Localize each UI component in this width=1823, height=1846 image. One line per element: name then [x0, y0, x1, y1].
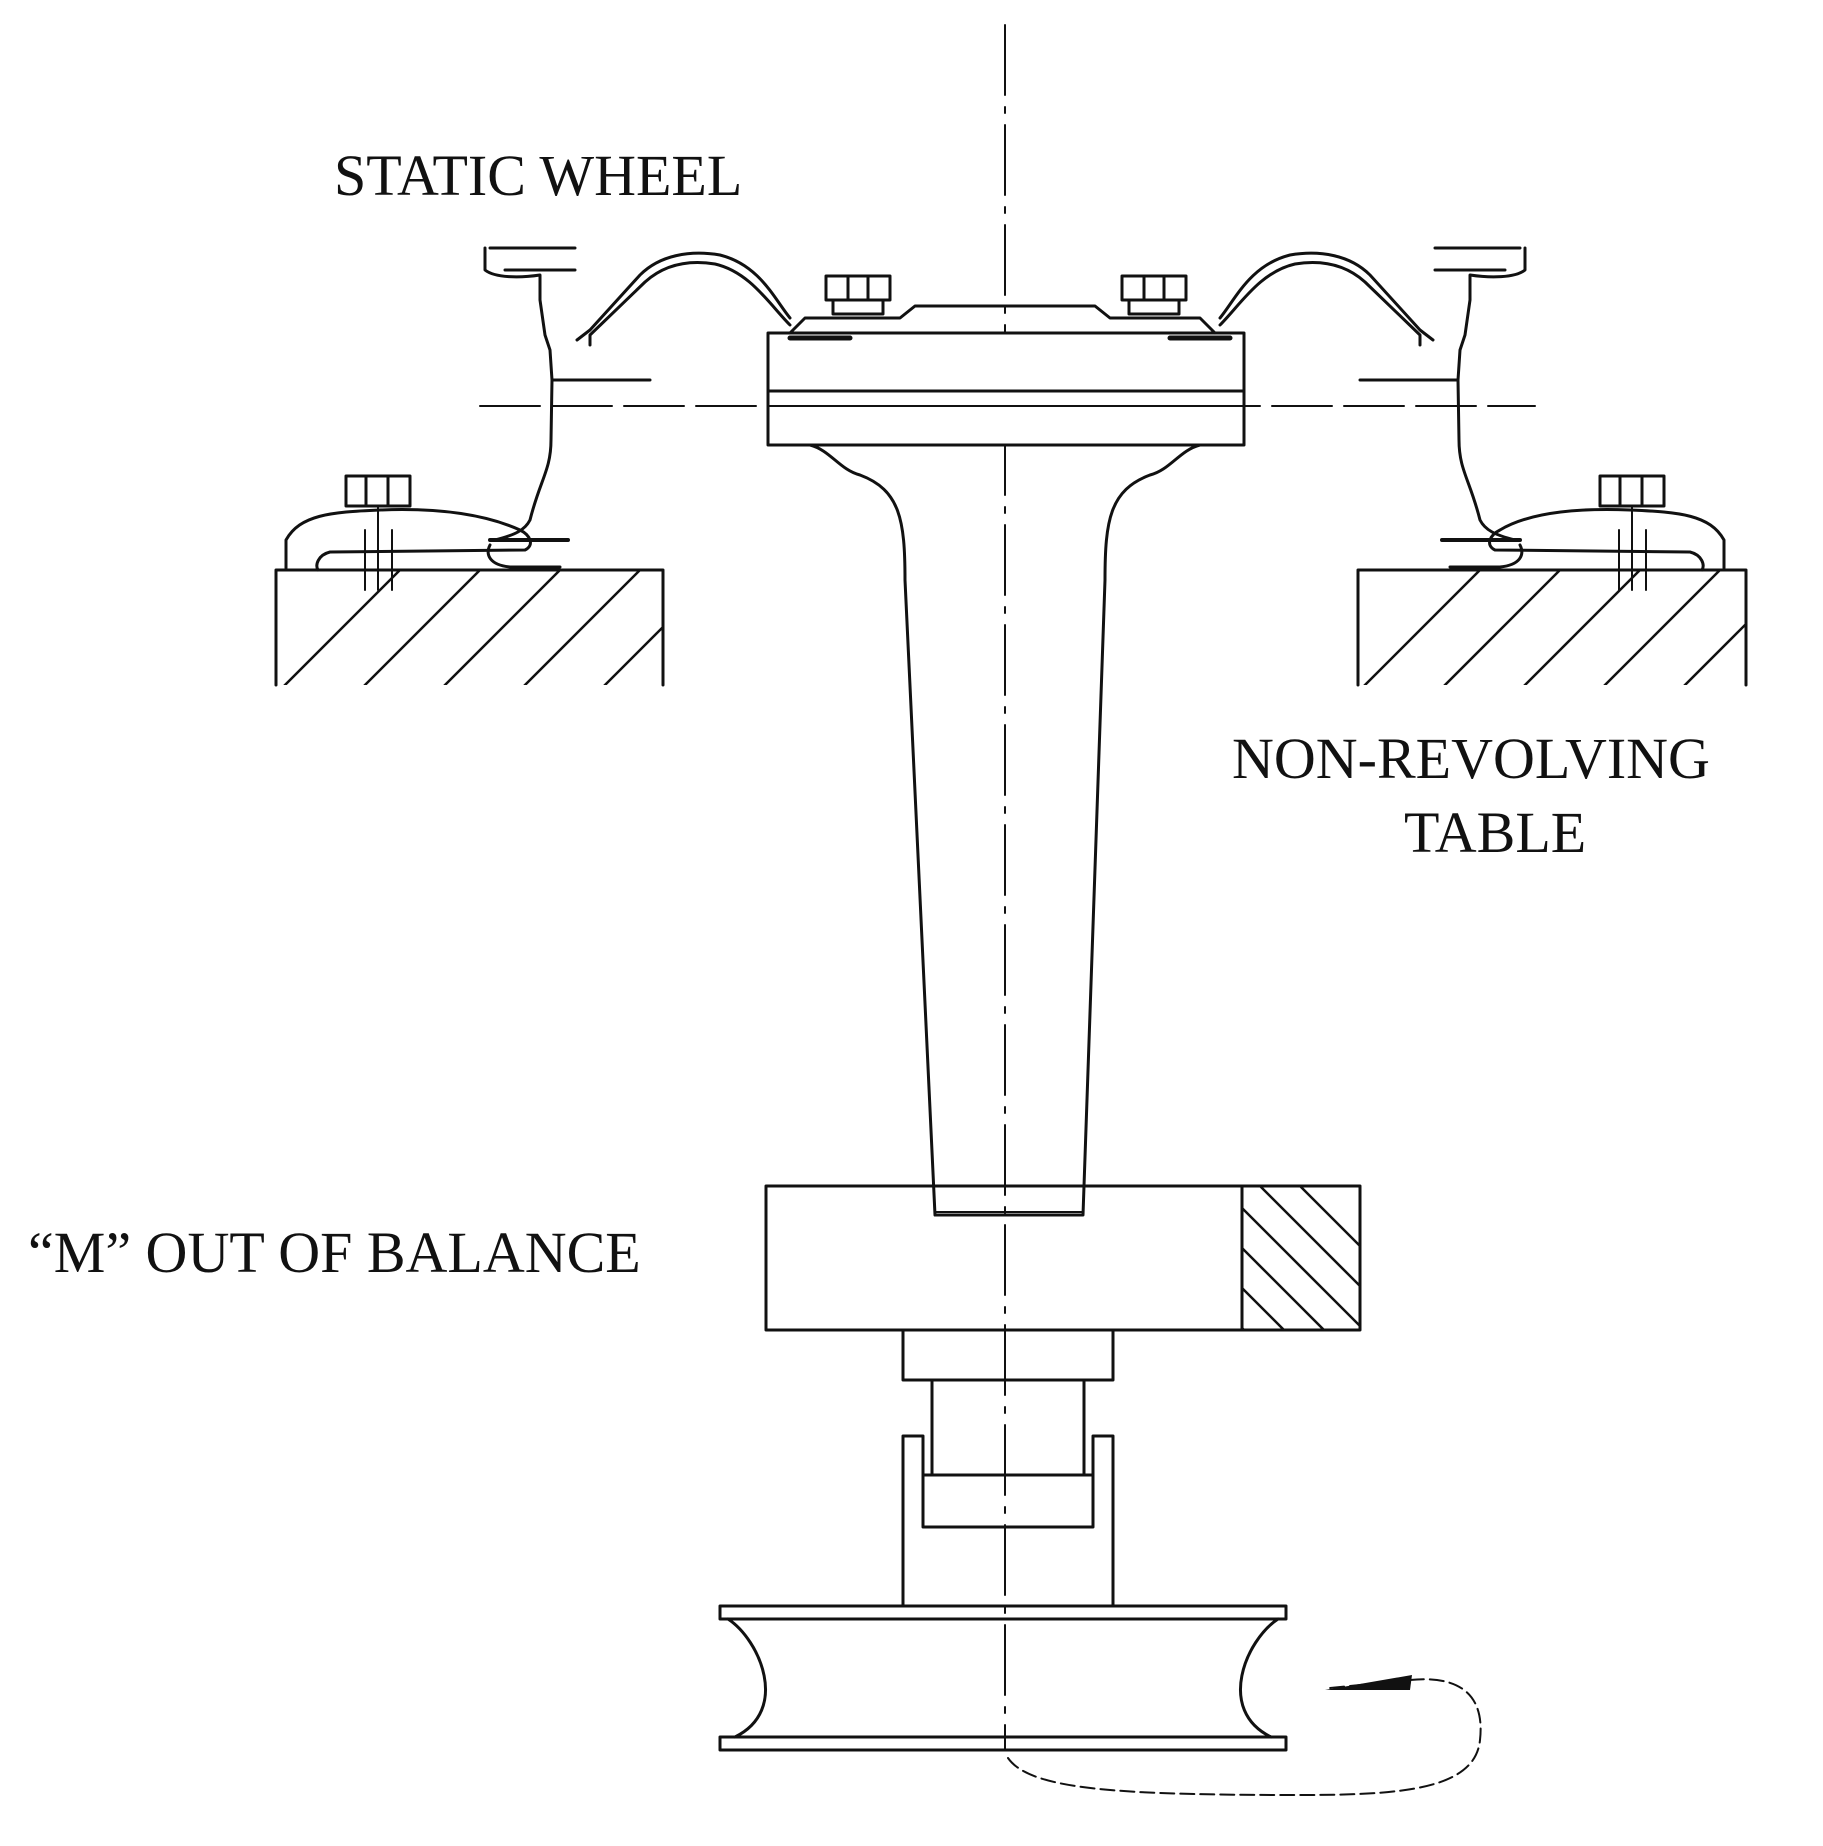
balance-disc — [764, 1184, 1362, 1332]
bearing-housing — [901, 1434, 1115, 1608]
static-wheel-right — [1218, 246, 1527, 542]
non-revolving-table-right — [1356, 568, 1748, 687]
label-static-wheel: STATIC WHEEL — [334, 143, 742, 208]
table-clamp-right — [1440, 474, 1726, 591]
rotation-arrow-icon — [1325, 1675, 1412, 1690]
hub-bolt-right — [1120, 274, 1188, 316]
hub-bolt-left — [824, 274, 892, 316]
collar — [901, 1328, 1115, 1382]
static-wheel-left — [483, 246, 792, 542]
non-revolving-table-left — [274, 568, 665, 687]
table-clamp-left — [284, 474, 570, 591]
label-non-revolving-line2: TABLE — [1404, 800, 1586, 865]
hub-block — [766, 304, 1246, 447]
drive-pulley — [718, 1604, 1288, 1752]
tapered-arbor — [808, 443, 1202, 1217]
shaft — [930, 1378, 1086, 1477]
label-out-of-balance: “M” OUT OF BALANCE — [28, 1220, 641, 1285]
drive-belt — [1007, 1678, 1482, 1796]
label-non-revolving-line1: NON-REVOLVING — [1232, 726, 1710, 791]
